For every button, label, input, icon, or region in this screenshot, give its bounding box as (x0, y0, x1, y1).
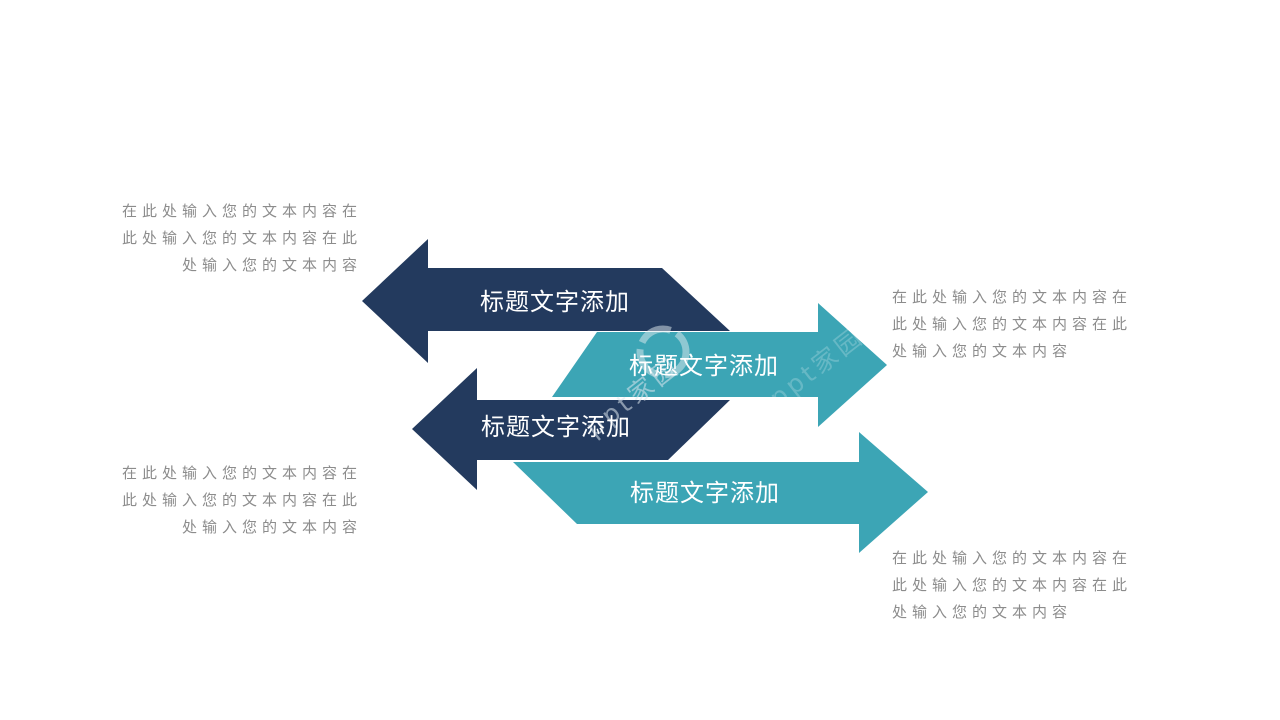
text-line: 处输入您的文本内容 (892, 603, 1073, 621)
text-line: 此处输入您的文本内容在此 (892, 576, 1133, 594)
text-line: 处输入您的文本内容 (181, 256, 362, 274)
text-line: 在此处输入您的文本内容在 (892, 288, 1133, 306)
text-line: 此处输入您的文本内容在此 (121, 491, 362, 509)
text-line: 此处输入您的文本内容在此 (892, 315, 1133, 333)
text-block-top-left: 在此处输入您的文本内容在 此处输入您的文本内容在此 处输入您的文本内容 (100, 198, 362, 279)
arrow-right-2-shape (513, 432, 928, 553)
arrow-3-title: 标题文字添加 (481, 413, 631, 441)
text-line: 处输入您的文本内容 (181, 518, 362, 536)
text-block-top-right: 在此处输入您的文本内容在 此处输入您的文本内容在此 处输入您的文本内容 (892, 284, 1158, 365)
watermark-ring-icon (636, 325, 690, 379)
arrow-right-1-shape (552, 303, 887, 427)
text-line: 在此处输入您的文本内容在 (121, 464, 362, 482)
arrow-1-title: 标题文字添加 (480, 288, 630, 316)
text-line: 在此处输入您的文本内容在 (121, 202, 362, 220)
text-line: 在此处输入您的文本内容在 (892, 549, 1133, 567)
arrow-left-1-shape (362, 239, 730, 363)
text-block-bottom-left: 在此处输入您的文本内容在 此处输入您的文本内容在此 处输入您的文本内容 (100, 460, 362, 541)
text-line: 处输入您的文本内容 (892, 342, 1073, 360)
text-line: 此处输入您的文本内容在此 (121, 229, 362, 247)
text-block-bottom-right: 在此处输入您的文本内容在 此处输入您的文本内容在此 处输入您的文本内容 (892, 545, 1158, 626)
arrow-2-title: 标题文字添加 (629, 352, 779, 380)
arrow-left-2-shape (412, 368, 730, 490)
arrow-4-title: 标题文字添加 (630, 479, 780, 507)
